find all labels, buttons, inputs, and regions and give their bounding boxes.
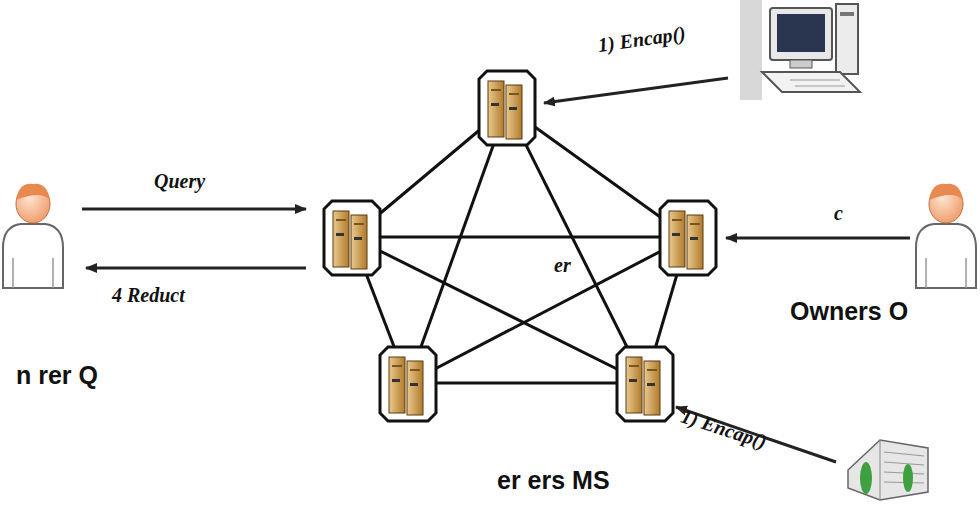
role-label: er ers MS bbox=[497, 467, 610, 495]
arrow-label: 4 Reduct bbox=[112, 284, 185, 306]
mesh-links bbox=[352, 107, 688, 383]
building-icon bbox=[848, 440, 928, 500]
step-label: 1) Encap() bbox=[679, 405, 770, 453]
arrows bbox=[82, 78, 910, 462]
step-label: 1) Encap() bbox=[596, 22, 687, 56]
role-label: Owners O bbox=[790, 298, 908, 326]
arrow-label: Query bbox=[154, 170, 205, 192]
computer-icon bbox=[740, 0, 860, 100]
role-label: n rer Q bbox=[16, 362, 98, 390]
arrow-label: c bbox=[834, 202, 843, 224]
center-label: er bbox=[554, 254, 571, 276]
